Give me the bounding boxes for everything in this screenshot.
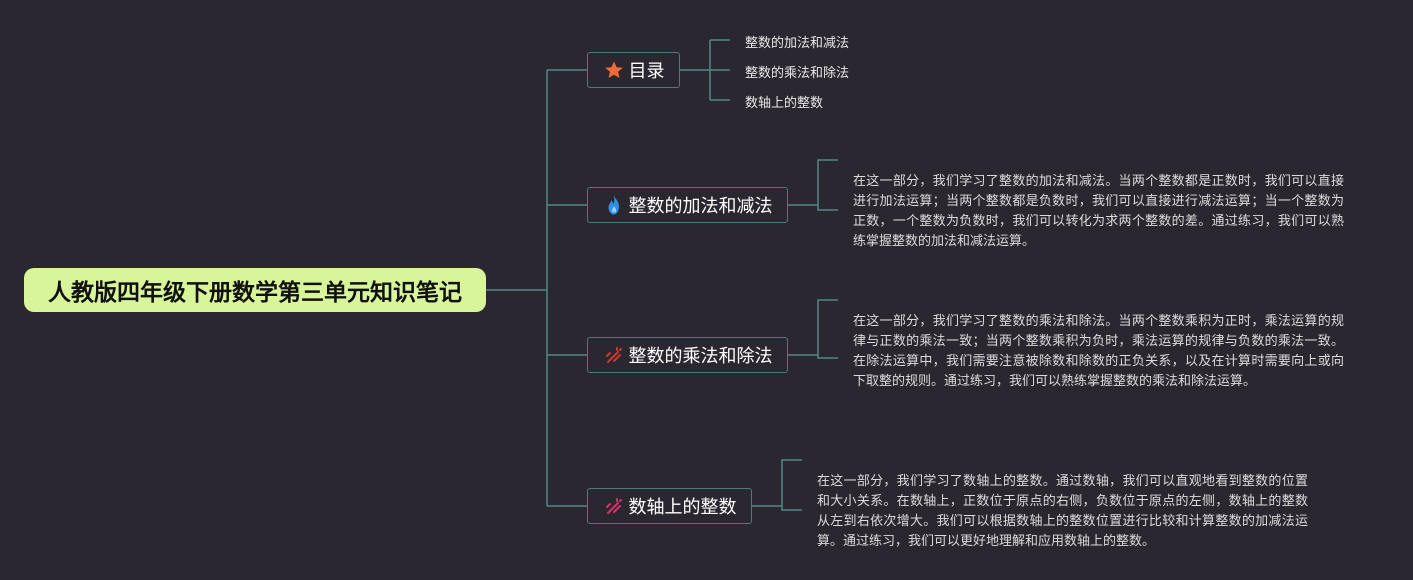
- sparkle-icon: [603, 344, 625, 366]
- contents-item[interactable]: 数轴上的整数: [745, 96, 824, 111]
- topic-label: 整数的加法和减法: [628, 196, 773, 217]
- multiplication-division-note: 在这一部分，我们学习了整数的乘法和除法。当两个整数乘积为正时，乘法运算的规律与正…: [853, 314, 1344, 389]
- root-topic[interactable]: 人教版四年级下册数学第三单元知识笔记: [24, 268, 486, 312]
- topic-label: 整数的乘法和除法: [628, 346, 773, 367]
- root-title: 人教版四年级下册数学第三单元知识笔记: [48, 280, 462, 306]
- contents-item[interactable]: 整数的乘法和除法: [745, 66, 850, 81]
- contents-item[interactable]: 整数的加法和减法: [745, 36, 850, 51]
- topic-addition-subtraction[interactable]: 整数的加法和减法: [587, 187, 788, 223]
- topic-multiplication-division[interactable]: 整数的乘法和除法: [587, 337, 788, 373]
- number-line-note: 在这一部分，我们学习了数轴上的整数。通过数轴，我们可以直观地看到整数的位置和大小…: [817, 474, 1308, 549]
- topic-label: 数轴上的整数: [628, 497, 737, 518]
- flame-icon: [603, 194, 625, 216]
- addition-subtraction-note: 在这一部分，我们学习了整数的加法和减法。当两个整数都是正数时，我们可以直接进行加…: [853, 174, 1344, 249]
- sparkle-icon: [603, 495, 625, 517]
- topic-number-line[interactable]: 数轴上的整数: [587, 488, 752, 524]
- topic-label: 目录: [628, 61, 665, 82]
- star-icon: [603, 59, 625, 81]
- topic-contents[interactable]: 目录: [587, 52, 680, 88]
